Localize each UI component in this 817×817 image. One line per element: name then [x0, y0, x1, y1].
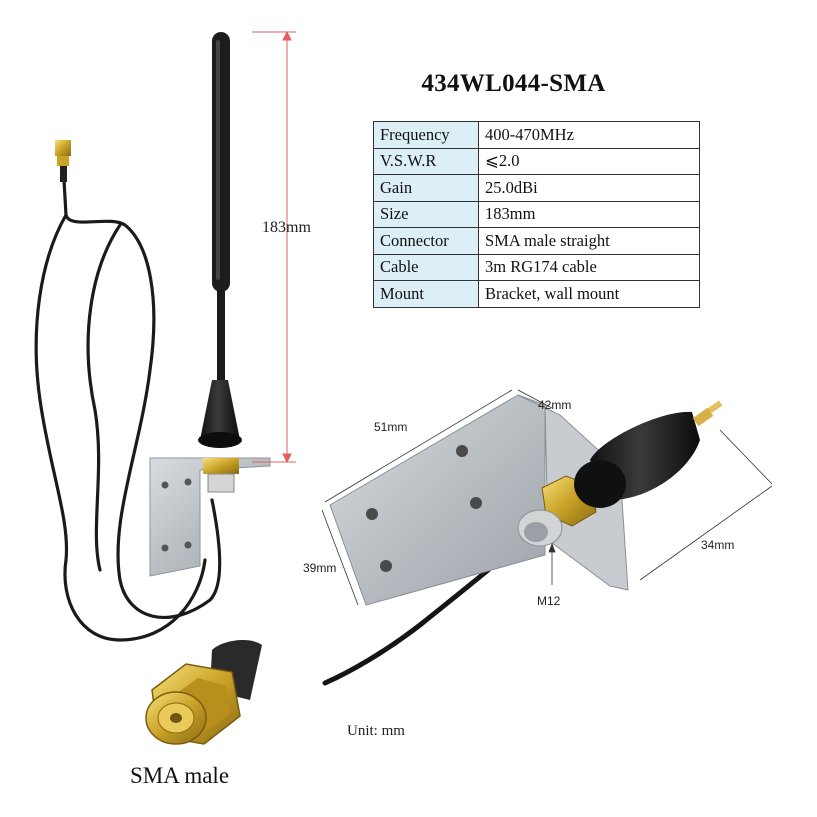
unit-label: Unit: mm — [347, 723, 405, 739]
spec-key: Mount — [373, 280, 479, 308]
spec-value: 183mm — [478, 200, 700, 228]
spec-value: 3m RG174 cable — [478, 253, 700, 281]
bracket-height-label: 39mm — [303, 561, 337, 575]
coax-cable — [34, 178, 222, 642]
bracket-dimension-lines — [321, 389, 773, 606]
wall-bracket-icon — [149, 457, 271, 577]
spec-row: V.S.W.R⩽2.0 — [373, 147, 700, 175]
thread-size-label: M12 — [537, 594, 561, 608]
spec-key: Size — [373, 200, 479, 228]
connector-caption: SMA male — [130, 763, 230, 788]
sma-connector-small-icon — [55, 140, 71, 182]
height-dimension-label: 183mm — [262, 219, 311, 236]
spec-value: SMA male straight — [478, 227, 700, 255]
spec-key: Gain — [373, 174, 479, 202]
bracket-depth-label: 42mm — [538, 398, 572, 412]
spec-value: Bracket, wall mount — [478, 280, 700, 308]
bracket-width-label: 51mm — [374, 420, 408, 434]
spec-value: 400-470MHz — [478, 121, 700, 149]
height-dimension-line — [252, 30, 296, 464]
spec-key: Frequency — [373, 121, 479, 149]
sma-male-connector-icon — [145, 639, 262, 745]
whip-antenna-icon — [198, 32, 242, 448]
spec-key: Connector — [373, 227, 479, 255]
spec-value: 25.0dBi — [478, 174, 700, 202]
spec-value: ⩽2.0 — [478, 147, 700, 175]
cone-length-label: 34mm — [701, 538, 735, 552]
product-title: 434WL044-SMA — [421, 70, 606, 97]
spec-key: V.S.W.R — [373, 147, 479, 175]
spec-key: Cable — [373, 253, 479, 281]
bracket-closeup-icon — [322, 394, 723, 686]
